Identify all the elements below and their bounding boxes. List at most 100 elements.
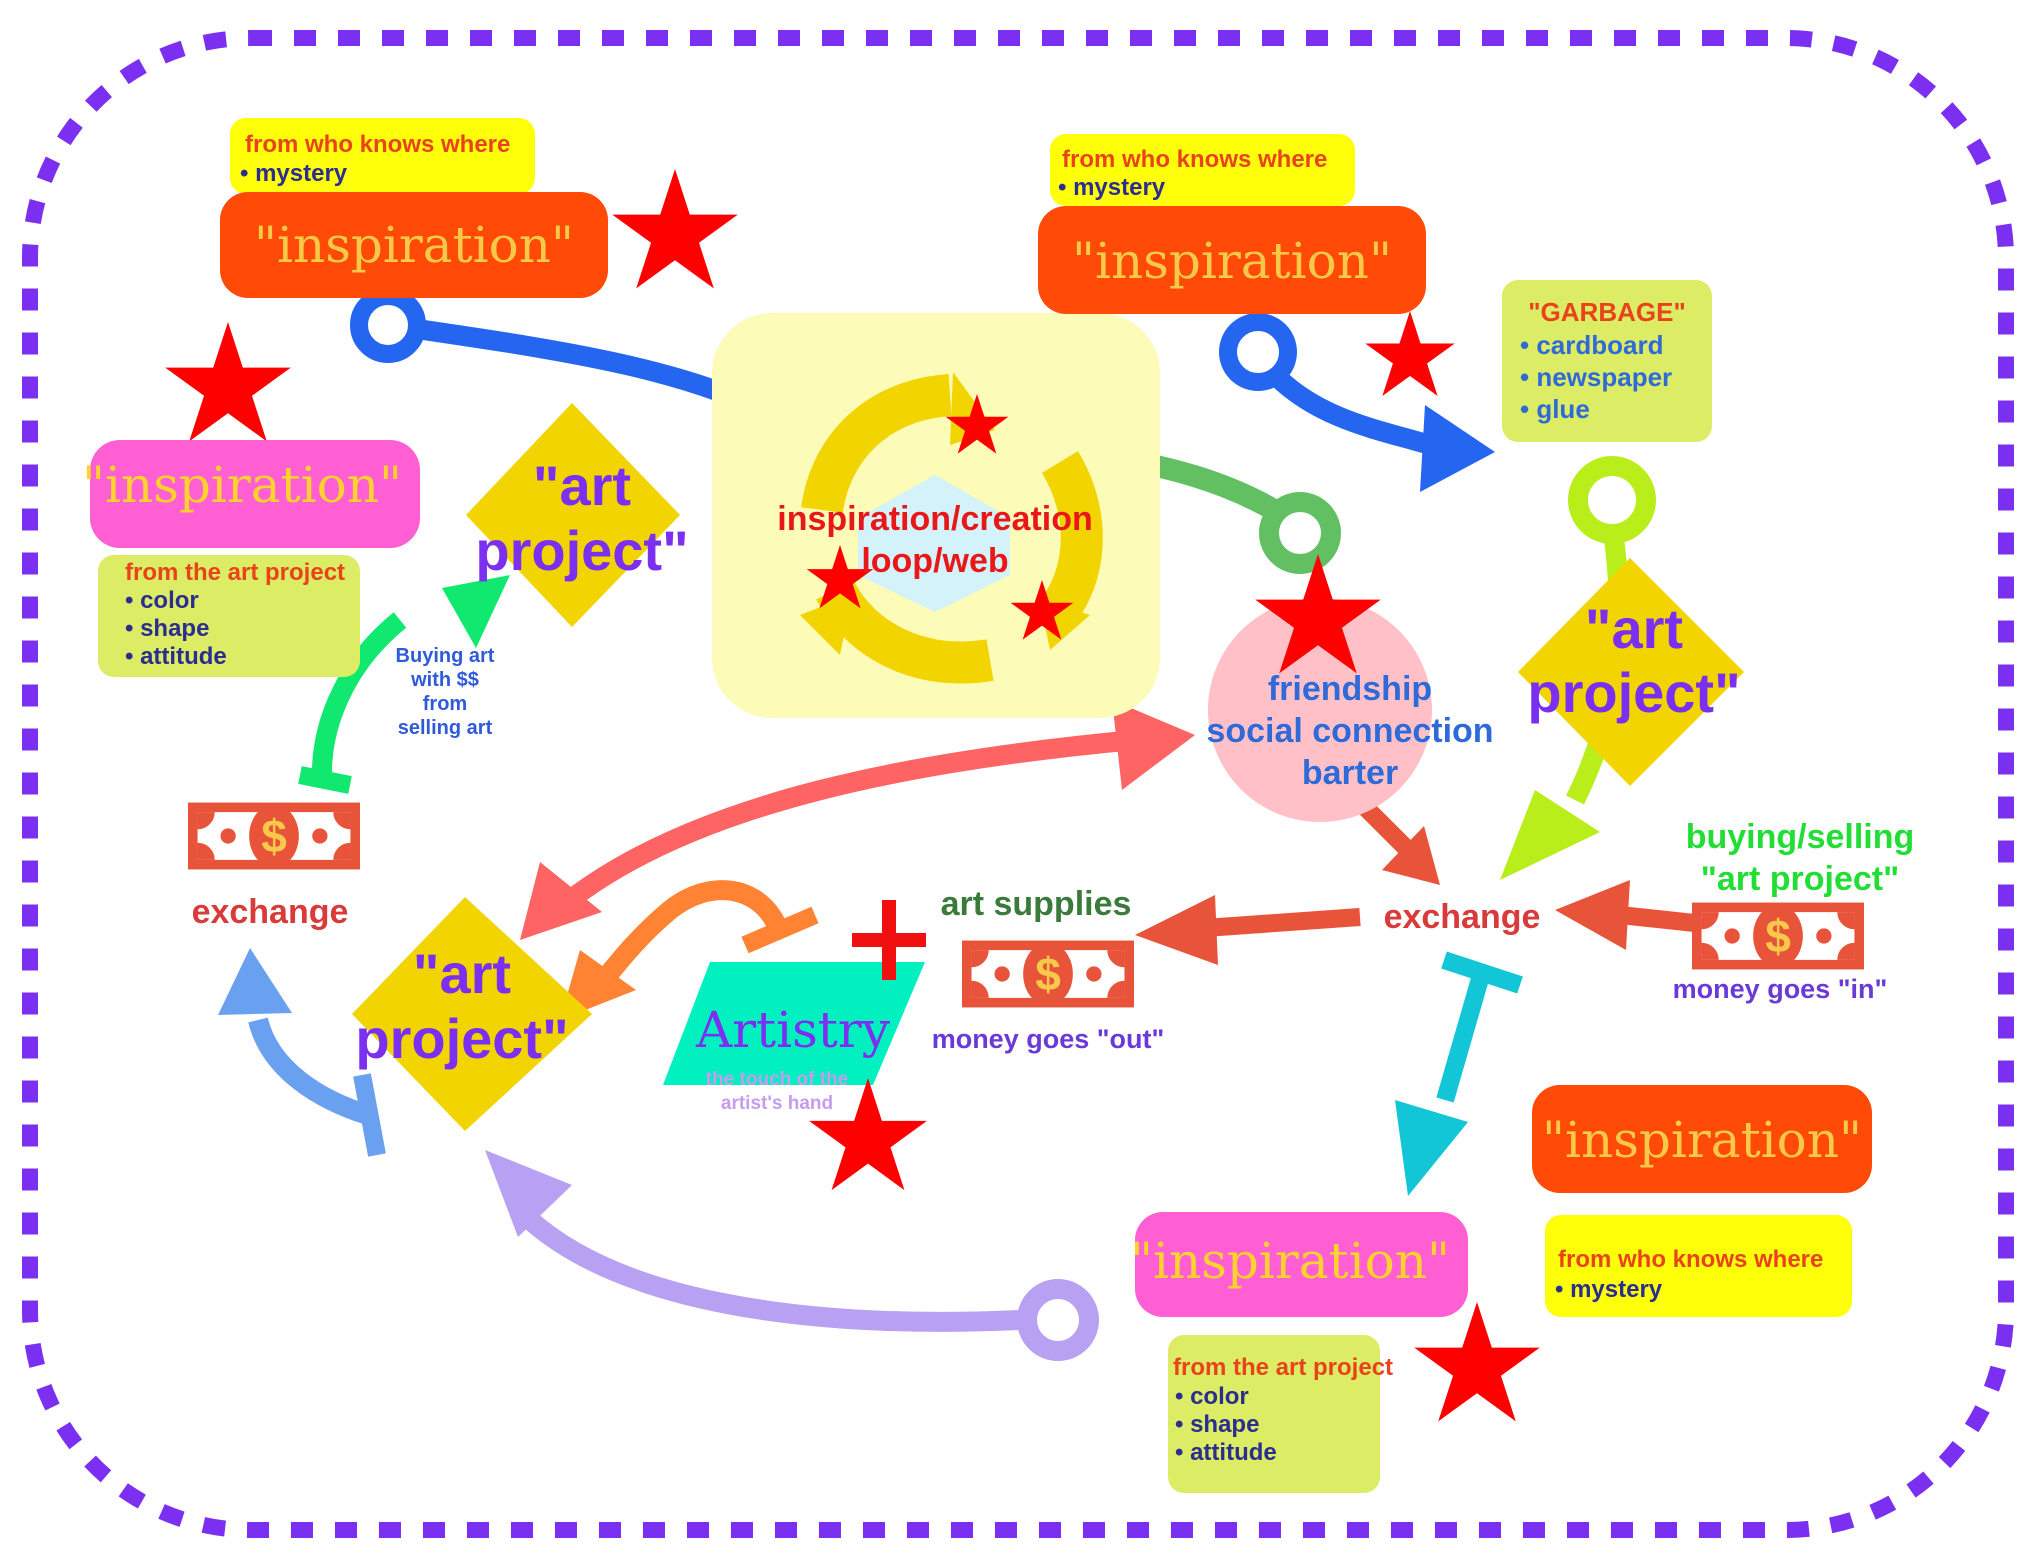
buying-art-line1: Buying art	[396, 645, 495, 667]
artistry-parallelogram	[663, 962, 925, 1085]
garbage-title: "GARBAGE"	[1528, 297, 1686, 327]
friendship-line3: barter	[1302, 754, 1398, 792]
note-title: from the art project	[1173, 1354, 1393, 1381]
art-project-line1: "art	[1585, 597, 1683, 660]
buying-selling-line1: buying/selling	[1686, 818, 1915, 856]
loop-label-line2: loop/web	[861, 542, 1008, 580]
star-icon	[165, 322, 291, 442]
note-item: • attitude	[125, 643, 227, 670]
artistry-node: Artistry the touch of the artist's hand	[663, 900, 927, 1191]
buying-art-line2: with $$	[410, 669, 479, 691]
star-icon	[1010, 580, 1074, 640]
garbage-item: • newspaper	[1520, 362, 1672, 392]
art-project-line2: project"	[355, 1007, 568, 1070]
note-mystery-top-left	[230, 118, 535, 194]
arrow-exchange-to-inspiration	[1395, 951, 1523, 1196]
garbage-note: "GARBAGE" • cardboard • newspaper • glue	[1502, 280, 1712, 442]
art-project-right: "art project"	[1518, 558, 1744, 786]
note-title: from who knows where	[1062, 146, 1327, 173]
friendship-line1: friendship	[1268, 670, 1432, 708]
art-project-top-left: "art project"	[466, 403, 689, 627]
star-icon	[809, 1078, 927, 1191]
art-project-diamond	[1518, 558, 1744, 786]
inspiration-top-center: from who knows where • mystery "inspirat…	[1038, 134, 1455, 397]
arrow-exchange-to-supplies	[1135, 895, 1361, 965]
note-item: • attitude	[1175, 1439, 1277, 1466]
note-mystery-top-center	[1050, 134, 1355, 206]
inspiration-box-top-left	[220, 192, 608, 298]
inspiration-label: "inspiration"	[1130, 1232, 1450, 1290]
art-project-diamond	[466, 403, 680, 627]
inspiration-box-top-center	[1038, 206, 1426, 314]
dashed-border	[22, 30, 2014, 1538]
note-item: • color	[125, 587, 199, 614]
garbage-box	[1502, 280, 1712, 442]
inspiration-label: "inspiration"	[82, 456, 402, 514]
buying-art-line3: from	[423, 693, 467, 715]
money-in-label: money goes "in"	[1673, 974, 1888, 1004]
inspiration-bottom-right: "inspiration" from who knows where • mys…	[1532, 1085, 1872, 1317]
inspiration-top-left: from who knows where • mystery "inspirat…	[220, 118, 738, 298]
plus-icon	[852, 900, 926, 980]
money-out-label: money goes "out"	[932, 1024, 1165, 1054]
dollar-sign: $	[1035, 948, 1061, 1000]
artistry-title: Artistry	[695, 1001, 891, 1059]
note-item: • mystery	[1555, 1276, 1663, 1303]
friendship-circle	[1208, 598, 1432, 822]
inspiration-loop: inspiration/creation loop/web	[712, 313, 1160, 718]
art-project-main: "art project"	[352, 897, 592, 1131]
exchange-left: $ exchange	[188, 802, 360, 931]
note-art-project-bottom	[1168, 1335, 1380, 1493]
artistry-sub2: artist's hand	[721, 1093, 833, 1114]
art-supplies-node: art supplies $ money goes "out"	[932, 885, 1165, 1054]
art-project-line2: project"	[1527, 661, 1740, 724]
note-item: • mystery	[240, 160, 348, 187]
note-art-project-left	[98, 555, 360, 677]
note-title: from who knows where	[245, 131, 510, 158]
star-icon	[1365, 311, 1455, 397]
inspiration-left: "inspiration" from the art project • col…	[82, 322, 420, 677]
exchange-label-center: exchange	[1384, 898, 1541, 936]
dollar-sign: $	[261, 810, 287, 862]
inspiration-label: "inspiration"	[1542, 1111, 1862, 1169]
art-project-line1: "art	[533, 454, 631, 517]
arrow-inspiration-to-garbage	[1219, 313, 1495, 492]
art-project-line1: "art	[413, 942, 511, 1005]
inspiration-label: "inspiration"	[254, 216, 574, 274]
dollar-sign: $	[1765, 910, 1791, 962]
loop-label-line1: inspiration/creation	[777, 500, 1093, 538]
note-title: from the art project	[125, 559, 345, 586]
buying-selling-line2: "art project"	[1701, 860, 1900, 898]
inspiration-label: "inspiration"	[1072, 232, 1392, 290]
art-supplies-label: art supplies	[941, 885, 1132, 923]
buying-art-label: Buying art with $$ from selling art	[396, 645, 495, 739]
star-icon	[612, 169, 738, 289]
star-icon	[945, 394, 1009, 454]
exchange-label: exchange	[192, 893, 349, 931]
inspiration-box-left	[90, 440, 420, 548]
inspiration-bottom-center: "inspiration" from the art project • col…	[1130, 1212, 1540, 1493]
garbage-item: • cardboard	[1520, 330, 1663, 360]
arrow-inspiration-to-art-project	[485, 1150, 1099, 1361]
note-item: • shape	[1175, 1411, 1259, 1438]
artistry-sub1: the touch of the	[706, 1069, 848, 1090]
note-item: • shape	[125, 615, 209, 642]
star-icon	[1255, 554, 1381, 674]
friendship-line2: social connection	[1206, 712, 1493, 750]
art-project-line2: project"	[475, 519, 688, 582]
garbage-item: • glue	[1520, 394, 1590, 424]
star-icon	[806, 545, 874, 609]
inspiration-box-bottom-right	[1532, 1085, 1872, 1193]
note-item: • color	[1175, 1383, 1249, 1410]
note-item: • mystery	[1058, 174, 1166, 201]
buying-selling-node: buying/selling "art project" $ money goe…	[1673, 818, 1915, 1004]
inspiration-box-bottom-center	[1135, 1212, 1468, 1317]
arrow-art-project-to-exchange	[218, 948, 386, 1157]
buying-art-line4: selling art	[398, 717, 493, 739]
star-icon	[1414, 1302, 1540, 1422]
arrow-buying-art	[298, 575, 510, 794]
arrow-friendship-art-project	[520, 700, 1195, 940]
art-project-diamond	[352, 897, 592, 1131]
note-mystery-bottom-right	[1545, 1215, 1852, 1317]
